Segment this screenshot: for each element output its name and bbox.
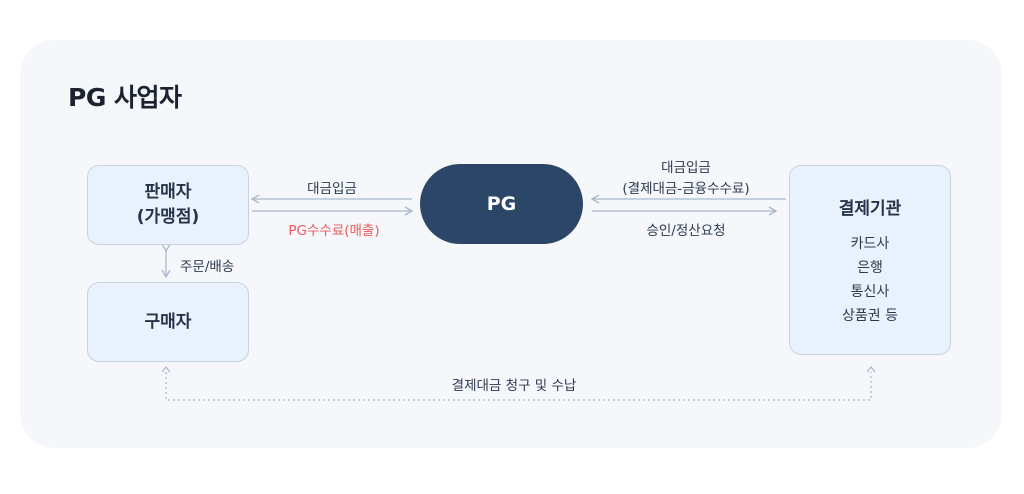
- institution-item: 상품권 등: [842, 307, 898, 324]
- edge-label-seller-to-pg: PG수수료(매출): [288, 223, 380, 239]
- edge-label-pg-to-seller: 대금입금: [307, 181, 357, 197]
- institution-title: 결제기관: [838, 198, 902, 219]
- seller-node: 판매자 (가맹점): [87, 165, 249, 245]
- edge-label-seller-buyer: 주문/배송: [180, 259, 235, 275]
- edge-label-pg-to-inst: 승인/정산요청: [646, 223, 726, 239]
- pg-node: PG: [420, 164, 583, 244]
- seller-label: 판매자: [144, 182, 192, 202]
- edge-label-inst-to-pg-line2: (결제대금-금융수수료): [622, 181, 750, 197]
- buyer-node: 구매자: [87, 282, 249, 362]
- dotted-billing-path: [165, 372, 872, 401]
- institution-node: 결제기관 카드사 은행 통신사 상품권 등: [789, 165, 951, 355]
- dotted-arrowhead-right: [866, 366, 876, 373]
- dotted-arrowhead-left: [161, 366, 171, 373]
- institution-item: 카드사: [850, 235, 890, 252]
- edge-label-inst-to-pg-line1: 대금입금: [661, 160, 711, 176]
- pg-label: PG: [486, 193, 517, 215]
- seller-sublabel: (가맹점): [136, 207, 200, 227]
- diagram-title: PG 사업자: [68, 83, 182, 112]
- institution-item: 통신사: [850, 283, 890, 300]
- institution-item: 은행: [857, 259, 883, 276]
- buyer-label: 구매자: [144, 311, 192, 332]
- edge-label-billing: 결제대금 청구 및 수납: [451, 378, 577, 394]
